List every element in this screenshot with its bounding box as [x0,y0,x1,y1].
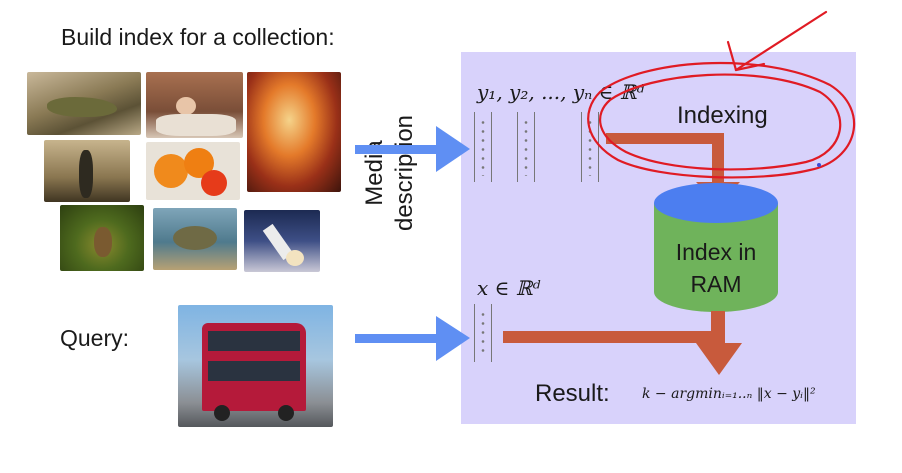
database-vector [581,112,599,182]
query-arrow [355,316,470,361]
index-cylinder [654,183,778,312]
indexing-label: Indexing [677,102,768,129]
query-vector [474,304,492,362]
vectors-label: y₁, y₂, ..., yₙ ∈ ℝᵈ [477,80,645,104]
index-label-line-1: Index in [675,239,757,265]
sea-turtle-image [153,208,237,270]
iguana-image [27,72,141,135]
annotation-circle [587,10,856,179]
canyon-image [247,72,341,192]
collection-label: Build index for a collection: [61,24,335,50]
query-vector-label: x ∈ ℝᵈ [477,276,541,300]
annotation-dot [817,163,821,167]
database-vector [517,112,535,182]
rabbit-image [60,205,144,271]
oranges-image [146,142,240,200]
collection-arrow [355,126,470,172]
index-label: Index in RAM [654,236,778,300]
woman-image [146,72,243,138]
bus-image [178,305,333,427]
query-label: Query: [60,325,130,351]
search-arrow [503,311,742,375]
index-label-line-2: RAM [690,271,742,297]
statue-image [44,140,130,202]
space-shuttle-image [244,210,320,272]
result-formula: k − argminᵢ₌₁..ₙ ‖x − yᵢ‖² [642,386,816,402]
database-vector [474,112,492,182]
result-label: Result: [535,380,610,407]
